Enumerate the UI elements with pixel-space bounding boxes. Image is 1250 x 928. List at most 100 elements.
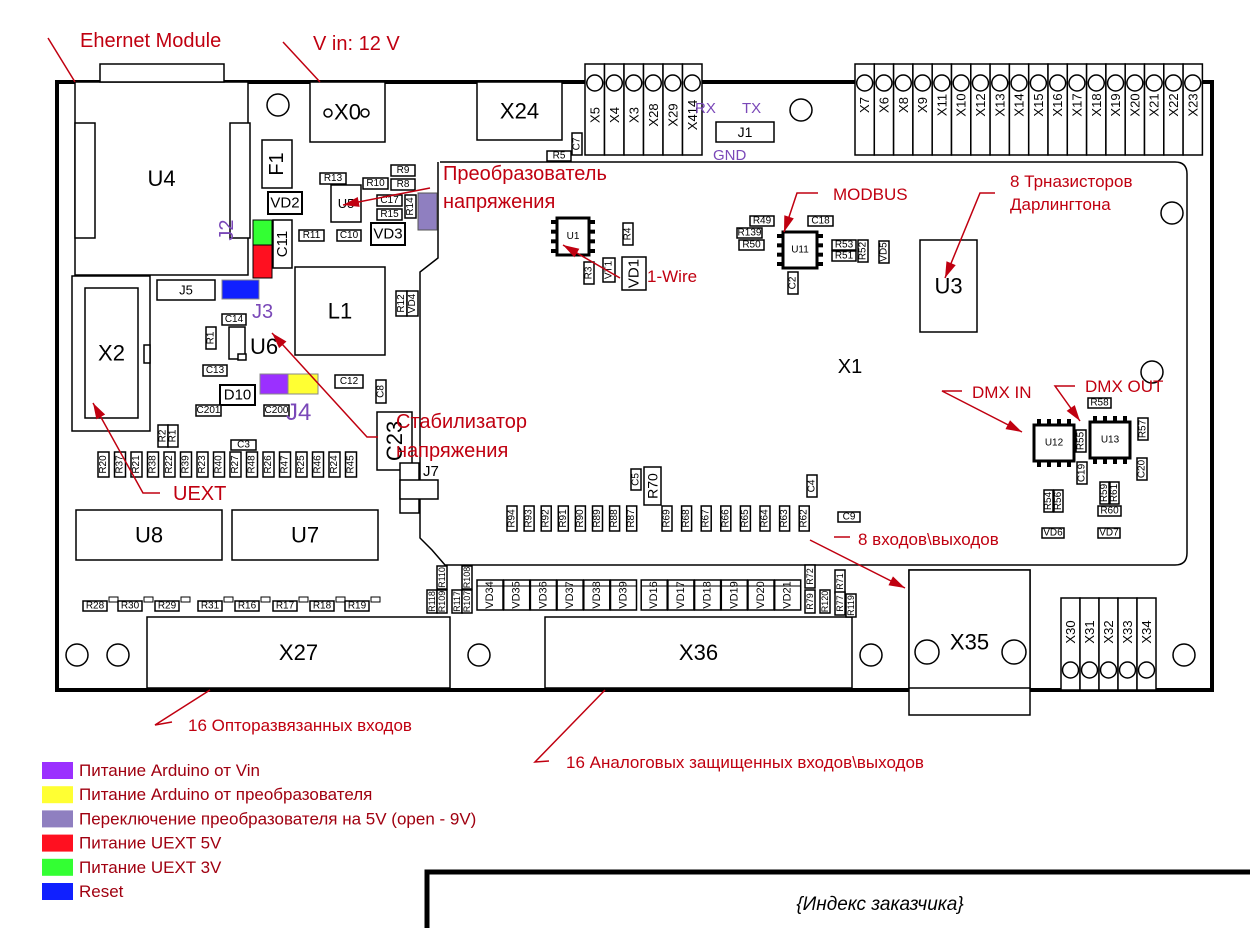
component-u4 xyxy=(99,63,225,83)
component-u4 xyxy=(74,122,96,239)
component-r57: R57 xyxy=(1137,417,1149,441)
component-vd7: VD7 xyxy=(1097,527,1121,539)
chip-pin xyxy=(777,234,783,238)
component-label: VD17 xyxy=(675,581,687,609)
component-label: VD2 xyxy=(270,195,299,212)
component-label: X35 xyxy=(950,630,989,655)
component-label: R11 xyxy=(303,230,321,241)
terminal-screw xyxy=(894,74,912,92)
component-label: R5 xyxy=(553,151,566,162)
component-label: R48 xyxy=(247,455,258,474)
component-label: VD4 xyxy=(407,293,418,313)
component-label: VD37 xyxy=(564,581,576,609)
component-label: X20 xyxy=(1127,93,1142,116)
pad xyxy=(260,596,271,603)
component-label: VD7 xyxy=(1099,528,1119,539)
component-label: X13 xyxy=(992,93,1007,116)
component-r1: R1 xyxy=(167,424,179,448)
terminal-screw xyxy=(664,74,682,92)
component-label: VD16 xyxy=(648,581,660,609)
component-r13: R13 xyxy=(319,172,347,185)
chip-pin xyxy=(589,229,595,234)
annotations xyxy=(47,37,1081,763)
component-11: VD21 xyxy=(773,579,802,611)
component-r12: R12 xyxy=(395,290,408,317)
component-label: VD38 xyxy=(591,581,603,609)
mounting-hole xyxy=(1172,643,1196,667)
component-label: U3 xyxy=(934,274,962,299)
pad xyxy=(108,596,119,603)
chip-pin xyxy=(777,243,783,248)
component-2: R29 xyxy=(154,600,180,612)
component-0: R94 xyxy=(506,505,518,532)
component-r58: R58 xyxy=(1087,397,1112,409)
jumper-uext-5v[interactable] xyxy=(252,244,273,279)
component-label: X34 xyxy=(1139,620,1154,643)
component-label: R50 xyxy=(742,240,761,251)
component-label: R71 xyxy=(835,573,845,590)
component-r8: R8 xyxy=(390,178,416,191)
component-label: C20 xyxy=(1137,459,1148,478)
component-label: R16 xyxy=(238,601,257,612)
component-label: R47 xyxy=(280,455,291,474)
component-c9: C9 xyxy=(837,511,861,523)
chip-pin xyxy=(817,262,823,266)
component-c10: C10 xyxy=(336,229,362,242)
terminal-screw xyxy=(1137,661,1156,679)
component-label: R119 xyxy=(846,595,856,616)
chip-pin xyxy=(551,239,557,244)
jumper-reset-j3[interactable] xyxy=(221,279,260,300)
component-label: X7 xyxy=(857,97,872,113)
j3-label: J3 xyxy=(252,301,273,323)
component-14: R24 xyxy=(328,451,341,478)
terminal-screw xyxy=(1184,74,1202,92)
dmx-in-label: DMX IN xyxy=(972,383,1032,402)
component-1: R30 xyxy=(117,600,143,612)
onewire-leader-arrowhead xyxy=(563,245,580,258)
ethernet-label: Ehernet Module xyxy=(80,30,221,52)
component-c13: C13 xyxy=(202,364,228,377)
component-label: R29 xyxy=(158,601,177,612)
component-r1: R1 xyxy=(205,326,217,350)
mounting-hole xyxy=(789,98,813,122)
component-label: X10 xyxy=(954,93,969,116)
component-10: VD20 xyxy=(747,579,775,611)
component-label: X18 xyxy=(1089,93,1104,116)
component-label: X21 xyxy=(1147,93,1162,116)
rx-label: RX xyxy=(695,100,716,117)
j4-label: J4 xyxy=(286,399,311,426)
component-label: R28 xyxy=(86,601,105,612)
component-r70: R70 xyxy=(643,466,662,506)
stabilizer-leader xyxy=(271,332,378,438)
component-vd5: VD5 xyxy=(878,240,890,264)
chip-pin xyxy=(1047,461,1051,467)
component-label: R120 xyxy=(820,591,830,613)
component-r9: R9 xyxy=(390,164,416,177)
jumper-arduino-converter[interactable] xyxy=(287,373,319,395)
darlington-leader-arrowhead xyxy=(945,261,956,278)
terminal-screw xyxy=(1029,74,1048,92)
chip-pin xyxy=(1037,419,1041,425)
jumper-uext-3v[interactable] xyxy=(252,219,273,246)
component-label: C3 xyxy=(237,440,250,451)
component-label: R38 xyxy=(148,455,159,474)
component-9: R48 xyxy=(245,451,259,478)
component-label: R87 xyxy=(626,509,637,528)
jumper-arduino-vin[interactable] xyxy=(259,373,289,395)
component-label: C12 xyxy=(340,376,359,387)
component-vd3: VD3 xyxy=(370,222,406,246)
component-label: R26 xyxy=(263,455,274,474)
jumper-converter-5v[interactable] xyxy=(417,192,438,231)
component-label: R23 xyxy=(197,455,208,474)
dmx-in-leader-arrowhead xyxy=(1005,420,1022,432)
component-c201: C201 xyxy=(195,404,222,417)
chip-pin xyxy=(1057,461,1061,467)
component-label: X23 xyxy=(1185,93,1200,116)
chip-pin xyxy=(589,249,595,253)
component-x0: X0 xyxy=(309,81,386,143)
component-label: R63 xyxy=(779,509,790,528)
component-r107: R107 xyxy=(461,589,473,614)
darlington-label-1: 8 Трназисторов xyxy=(1010,172,1133,191)
chip-pin xyxy=(817,243,823,248)
